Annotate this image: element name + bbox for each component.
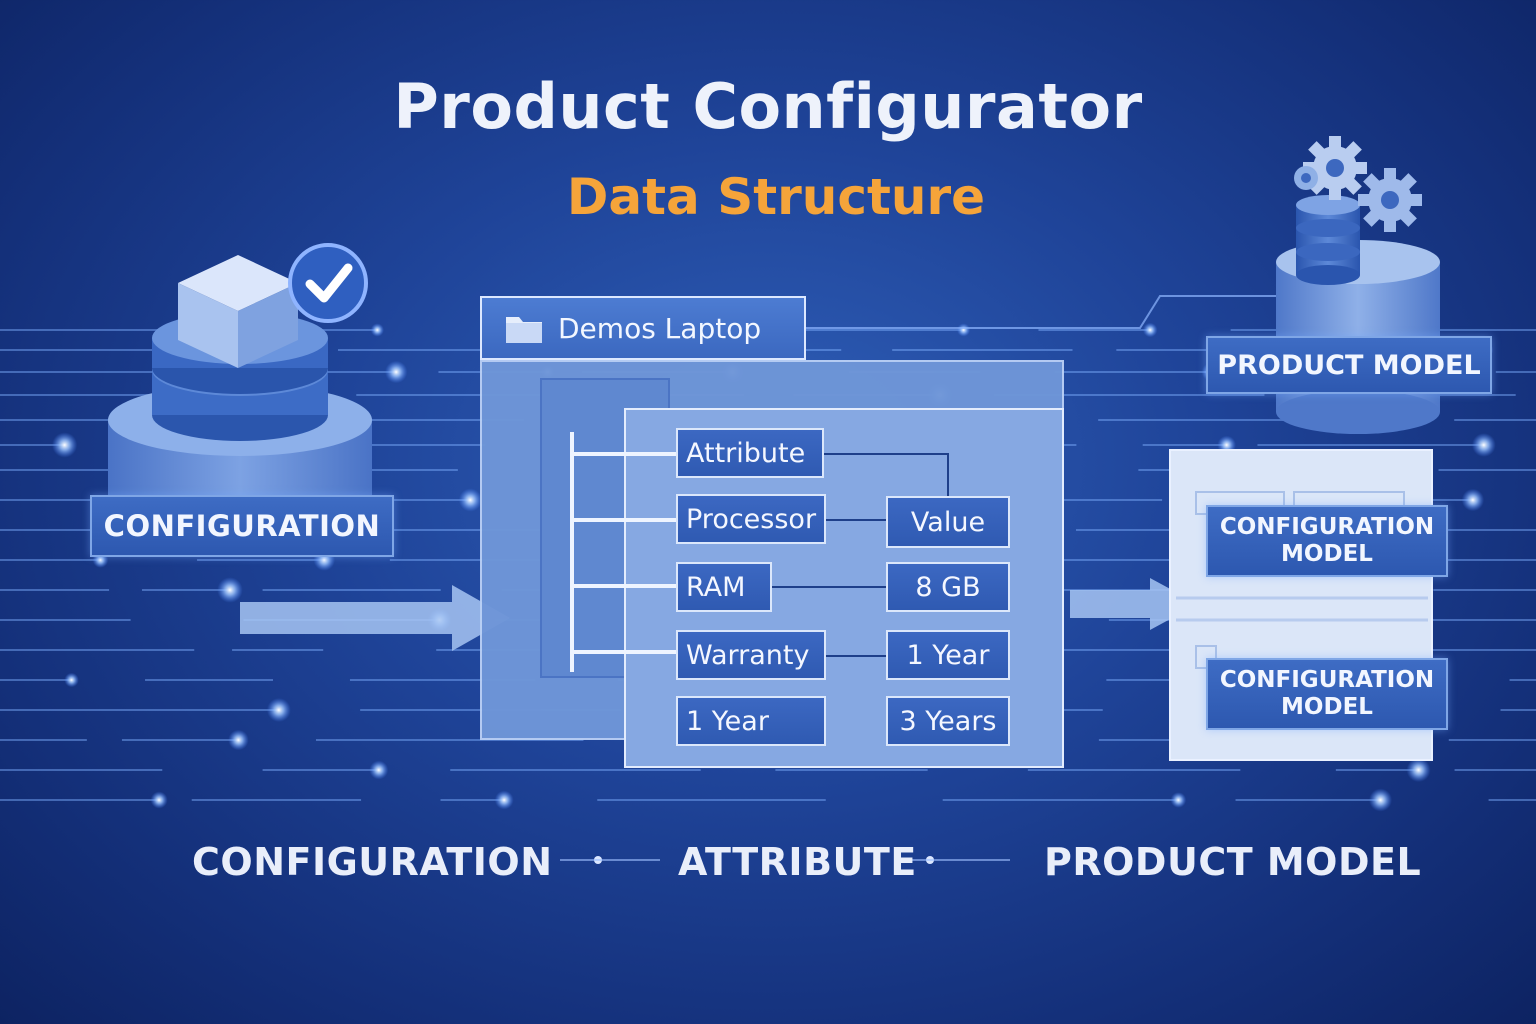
- gear-icon: [1358, 168, 1422, 232]
- attribute-ram: RAM: [676, 562, 772, 612]
- attribute-warranty: Warranty: [676, 630, 826, 680]
- value-8gb: 8 GB: [886, 562, 1010, 612]
- attribute-window: Demos Laptop: [480, 296, 806, 360]
- configuration-label-box: CONFIGURATION: [90, 495, 394, 557]
- configuration-model-box: CONFIGURATION MODEL: [1206, 658, 1448, 730]
- glow-dot: [384, 360, 408, 384]
- page-title: Product Configurator: [393, 70, 1143, 143]
- glow-dot: [51, 432, 78, 458]
- gear-icon: [1303, 136, 1367, 200]
- glow-dot: [370, 323, 384, 337]
- attribute-processor: Processor: [676, 494, 826, 544]
- window-title: Demos Laptop: [558, 311, 762, 345]
- configuration-model-line2: MODEL: [1281, 541, 1373, 567]
- glow-dot: [494, 790, 514, 810]
- glow-dot: [369, 760, 389, 780]
- glow-dot: [266, 697, 291, 723]
- attribute-1-year: 1 Year: [676, 696, 826, 746]
- value-1-year: 1 Year: [886, 630, 1010, 680]
- glow-dot: [150, 791, 168, 809]
- arrow-right-icon: [240, 585, 510, 651]
- folder-icon: [506, 317, 542, 343]
- configuration-model-line2: MODEL: [1281, 694, 1373, 720]
- caption-configuration: CONFIGURATION: [192, 840, 553, 884]
- glow-dot: [956, 323, 971, 337]
- value-3-years: 3 Years: [886, 696, 1010, 746]
- configuration-model-box: CONFIGURATION MODEL: [1206, 505, 1448, 577]
- arrow-right-icon: [1070, 578, 1198, 630]
- glow-dot: [1368, 788, 1393, 812]
- glow-dot: [1170, 792, 1187, 808]
- caption-product-model: PRODUCT MODEL: [1044, 840, 1422, 884]
- value-header: Value: [886, 496, 1010, 548]
- glow-dot: [458, 488, 482, 512]
- glow-dot: [228, 729, 249, 751]
- caption-attribute: ATTRIBUTE: [678, 840, 917, 884]
- glow-dot: [217, 577, 243, 603]
- attribute-header: Attribute: [676, 428, 824, 478]
- product-model-label-box: PRODUCT MODEL: [1206, 336, 1492, 394]
- page-subtitle: Data Structure: [566, 168, 986, 226]
- configuration-model-line1: CONFIGURATION: [1219, 514, 1435, 540]
- glow-dot: [1461, 488, 1485, 512]
- gear-icon: [1294, 166, 1318, 190]
- configuration-label: CONFIGURATION: [103, 509, 381, 543]
- product-model-label: PRODUCT MODEL: [1217, 349, 1481, 381]
- configuration-model-line1: CONFIGURATION: [1219, 667, 1435, 693]
- glow-dot: [1142, 322, 1158, 338]
- glow-dot: [64, 672, 79, 688]
- glow-dot: [1406, 757, 1431, 783]
- glow-dot: [1471, 433, 1496, 457]
